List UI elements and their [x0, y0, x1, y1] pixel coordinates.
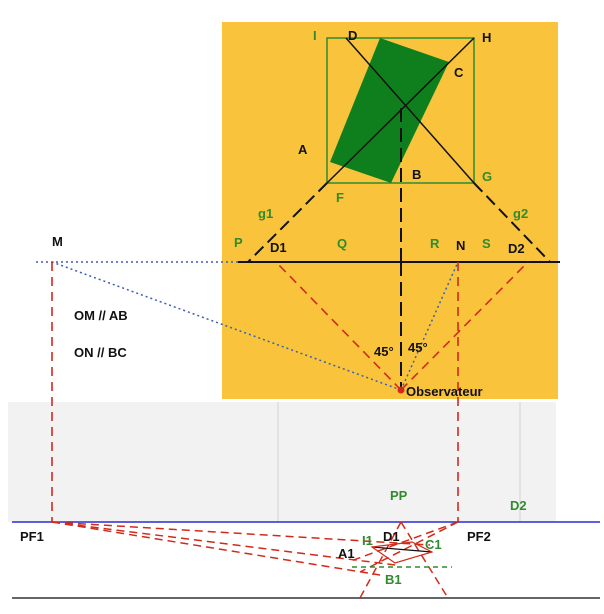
plan-rectangle: [330, 38, 449, 183]
label-point-d: D: [348, 28, 357, 43]
label-image-b1: B1: [385, 572, 402, 587]
persp-line-i1-c1: [371, 546, 433, 553]
label-point-d1-plan: D1: [270, 240, 287, 255]
note-om-parallel-ab: OM // AB: [74, 308, 128, 323]
observer-point: [397, 386, 405, 394]
label-distance-point-d1: D1: [383, 529, 400, 544]
label-image-a1: A1: [338, 546, 355, 561]
label-point-p: P: [234, 235, 243, 250]
label-point-m: M: [52, 234, 63, 249]
label-vanishing-right: PF2: [467, 529, 491, 544]
label-image-i1: I1: [362, 533, 373, 548]
label-point-b: B: [412, 167, 421, 182]
label-image-c1: C1: [425, 537, 442, 552]
persp-line-pf1-to-b1: [51, 521, 396, 566]
label-point-g: G: [482, 169, 492, 184]
persp-line-d1-left: [359, 521, 402, 599]
label-vanishing-left: PF1: [20, 529, 44, 544]
label-line-g1: g1: [258, 206, 273, 221]
plan-square: [326, 37, 475, 184]
label-principal-point: PP: [390, 488, 408, 503]
note-on-parallel-bc: ON // BC: [74, 345, 127, 360]
label-point-r: R: [430, 236, 440, 251]
label-point-d2-plan: D2: [508, 241, 525, 256]
label-point-s: S: [482, 236, 491, 251]
label-angle-right: 45°: [408, 340, 428, 355]
perspective-background: [8, 402, 556, 522]
persp-line-pf1-to-c1: [51, 521, 431, 546]
ray-observer-n: [400, 261, 459, 391]
label-point-f: F: [336, 190, 344, 205]
label-observer: Observateur: [406, 384, 483, 399]
persp-line-pf2-to-a1: [347, 521, 459, 563]
diagonal-d-g: [345, 37, 475, 184]
label-point-q: Q: [337, 236, 347, 251]
ray-observer-d2: [400, 261, 529, 391]
label-point-c: C: [454, 65, 464, 80]
label-point-a: A: [298, 142, 308, 157]
label-point-i: I: [313, 28, 317, 43]
label-angle-left: 45°: [374, 344, 394, 359]
line-g1: [247, 182, 328, 263]
label-line-g2: g2: [513, 206, 528, 221]
persp-line-pf1-lower: [51, 521, 381, 576]
persp-line-d1-right: [400, 521, 449, 599]
label-point-h: H: [482, 30, 491, 45]
perspective-rectangle-a1-b1-c1: [370, 541, 434, 564]
label-point-n: N: [456, 238, 465, 253]
persp-line-pf2-lower: [359, 521, 459, 573]
label-distance-point-d2: D2: [510, 498, 527, 513]
line-g2: [473, 182, 551, 263]
ray-observer-m: [51, 261, 402, 391]
